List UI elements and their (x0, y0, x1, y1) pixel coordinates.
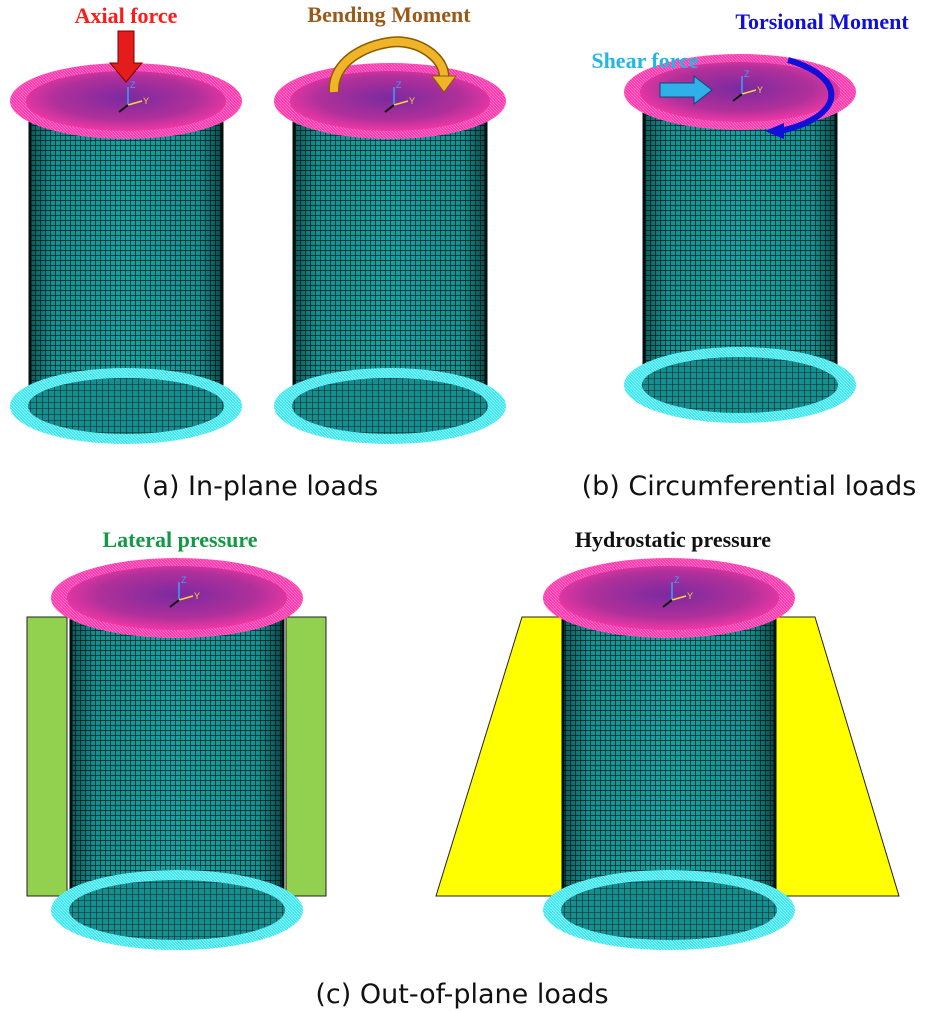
bottom-face (292, 378, 488, 434)
cylinder-bending (274, 63, 506, 444)
bending-moment-label: Bending Moment (307, 2, 471, 27)
caption-out-of-plane-loads: (c) Out-of-plane loads (315, 979, 608, 1010)
y-axis-letter: Y (194, 591, 200, 601)
z-axis-letter: Z (744, 69, 750, 79)
axis-triad: ZY (384, 80, 415, 113)
top-face (559, 566, 779, 630)
cylinder-shell-shading (294, 101, 486, 436)
top-face (640, 62, 840, 122)
cylinder-shell-shading (644, 92, 836, 415)
cylinder-circumferential (624, 54, 856, 423)
z-axis-letter: Z (181, 575, 187, 585)
y-axis-letter: Y (409, 96, 415, 106)
cylinder-hydrostatic (543, 558, 795, 950)
torsional-moment-arrow (765, 57, 835, 139)
cylinder-shell-shading (71, 598, 283, 942)
y-axis-letter: Y (757, 85, 763, 95)
y-axis-line (127, 100, 143, 106)
torsional-moment-label: Torsional Moment (735, 9, 909, 34)
y-axis-line (741, 89, 757, 95)
shear-force-label: Shear force (591, 48, 699, 73)
lateral-pressure-label: Lateral pressure (103, 527, 258, 552)
top-face (290, 71, 490, 131)
bottom-face (69, 880, 285, 940)
y-axis-line (393, 100, 409, 106)
y-axis-line (671, 595, 687, 601)
hydrostatic-pressure-block-right (774, 616, 900, 897)
shear-force-arrow (659, 74, 713, 106)
top-face (26, 71, 226, 131)
axial-force-arrow (108, 30, 144, 83)
y-axis-letter: Y (143, 96, 149, 106)
cylinder-shell-shading (563, 598, 775, 942)
x-axis-line (732, 93, 743, 102)
axis-triad: ZY (118, 80, 149, 113)
y-axis-letter: Y (687, 591, 693, 601)
bending-moment-arrow (328, 36, 457, 93)
z-axis-letter: Z (396, 80, 402, 90)
z-axis-letter: Z (674, 575, 680, 585)
bottom-face (561, 880, 777, 940)
axial-force-label: Axial force (75, 3, 178, 28)
cylinder-shell-shading (30, 101, 222, 436)
x-axis-line (169, 599, 180, 608)
x-axis-line (662, 599, 673, 608)
hydrostatic-pressure-label: Hydrostatic pressure (575, 527, 771, 552)
z-axis-letter: Z (130, 80, 136, 90)
lateral-pressure-block-right (285, 616, 327, 897)
caption-in-plane-loads: (a) In-plane loads (142, 471, 378, 502)
hydrostatic-pressure-block-left (435, 616, 563, 897)
x-axis-line (118, 104, 129, 113)
cylinder-lateral (51, 558, 303, 950)
caption-circumferential-loads: (b) Circumferential loads (582, 471, 917, 502)
lateral-pressure-block-left (26, 616, 68, 897)
cylinder-axial (10, 63, 242, 444)
axis-triad: ZY (169, 575, 200, 608)
x-axis-line (384, 104, 395, 113)
axis-triad: ZY (662, 575, 693, 608)
bottom-face (642, 357, 838, 413)
top-face (67, 566, 287, 630)
y-axis-line (178, 595, 194, 601)
bottom-face (28, 378, 224, 434)
axis-triad: ZY (732, 69, 763, 102)
